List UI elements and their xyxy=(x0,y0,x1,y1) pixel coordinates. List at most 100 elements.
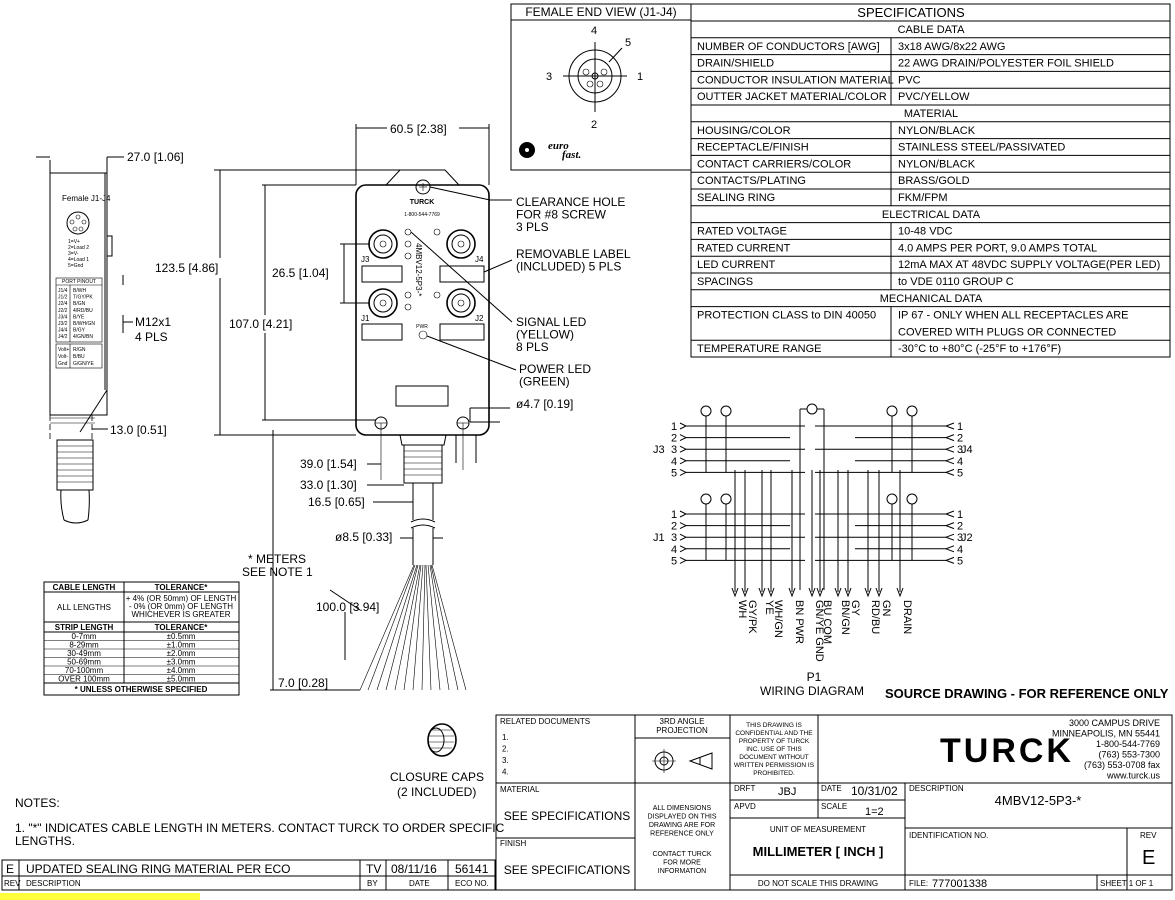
wiring-pin-arrow xyxy=(679,533,688,541)
strip-length: 8-29mm xyxy=(69,641,99,650)
strip-tolerance: ±4.0mm xyxy=(167,666,196,675)
side-row2-color: B/BU xyxy=(73,354,85,360)
confidential-line: INC. USE OF THIS xyxy=(746,746,802,753)
port-label-j1: J1 xyxy=(361,314,370,323)
note-1-cont: LENGTHS. xyxy=(15,834,75,848)
wiring-led-symbol xyxy=(886,493,898,505)
side-row-color: B/YE xyxy=(73,314,85,320)
side-row-color: B/WH xyxy=(73,288,86,294)
closure-caps-line2: (2 INCLUDED) xyxy=(397,785,476,799)
spec-label: CONDUCTOR INSULATION MATERIAL xyxy=(697,74,894,86)
svg-text:ECO NO.: ECO NO. xyxy=(455,879,489,888)
svg-text:APVD: APVD xyxy=(734,802,756,811)
wiring-pin-arrow xyxy=(944,522,955,530)
wiring-wire-label: BU COM xyxy=(821,600,833,644)
drawing-date: 10/31/02 xyxy=(851,784,898,798)
wiring-pin-label: 5 xyxy=(957,555,963,567)
closure-caps-line1: CLOSURE CAPS xyxy=(390,770,484,784)
wiring-led-symbol xyxy=(906,493,918,505)
wiring-pin-label: 1 xyxy=(957,421,963,433)
svg-text:3RD ANGLE: 3RD ANGLE xyxy=(660,717,705,726)
wiring-pin-label: 3 xyxy=(957,532,963,544)
wiring-wire-arrow xyxy=(808,587,816,598)
wiring-wire-label: GN/YE GND xyxy=(813,600,825,662)
tolerance-text: + 4% (OR 50mm) OF LENGTH xyxy=(126,594,237,603)
title-block: RELATED DOCUMENTS 1.2.3.4. 3RD ANGLE PRO… xyxy=(495,714,1173,891)
side-row-color: 4/RD/BU xyxy=(73,308,93,314)
material-value: SEE SPECIFICATIONS xyxy=(504,809,630,823)
wiring-pin-arrow xyxy=(679,556,688,564)
wiring-port-label: J2 xyxy=(961,532,973,544)
confidential-line: DOCUMENT WITHOUT xyxy=(739,754,809,761)
end-view-pin-3: 3 xyxy=(546,71,552,83)
side-label-pin: 5=Gnd xyxy=(68,263,83,269)
side-view: 27.0 [1.06] Female J1-J4 1=V+2=Load 23=V… xyxy=(36,150,184,524)
side-thread-qty: 4 PLS xyxy=(135,330,168,344)
wiring-pin-arrow xyxy=(944,533,955,541)
front-dim-16: 16.5 [0.65] xyxy=(308,495,365,509)
spec-value: -30°C to +80°C (-25°F to +176°F) xyxy=(898,343,1061,355)
address-line: www.turck.us xyxy=(1106,771,1161,781)
svg-text:PORT PINOUT: PORT PINOUT xyxy=(62,279,96,285)
side-label-title: Female J1-J4 xyxy=(62,194,111,203)
svg-text:euro: euro xyxy=(548,140,569,152)
wiring-pin-label: 4 xyxy=(671,544,677,556)
notes: NOTES: 1. "*" INDICATES CABLE LENGTH IN … xyxy=(15,796,505,848)
spec-label: DRAIN/SHIELD xyxy=(697,58,774,70)
wiring-pin-arrow xyxy=(679,468,688,476)
contact-line: CONTACT TURCK xyxy=(652,851,711,858)
rev-eco: 56141 xyxy=(455,862,489,876)
end-view-pin-5: 5 xyxy=(625,37,631,49)
spec-label: LED CURRENT xyxy=(697,259,776,271)
turck-logo: TURCK xyxy=(940,732,1074,770)
strip-tolerance: ±3.0mm xyxy=(167,658,196,667)
wiring-led-symbol xyxy=(720,405,732,417)
spec-value: 4.0 AMPS PER PORT, 9.0 AMPS TOTAL xyxy=(898,242,1097,254)
strip-tolerance: ±0.5mm xyxy=(167,632,196,641)
svg-text:PWR: PWR xyxy=(416,324,428,330)
spec-value: STAINLESS STEEL/PASSIVATED xyxy=(898,142,1065,154)
tolerance-text: WHICHEVER IS GREATER xyxy=(132,610,231,619)
spec-value: PVC/YELLOW xyxy=(898,91,970,103)
wiring-led-symbol xyxy=(906,405,918,417)
port-label-j2: J2 xyxy=(475,314,484,323)
tolerance-table: CABLE LENGTH TOLERANCE* ALL LENGTHS STRI… xyxy=(43,581,240,696)
dims-note-line: REFERENCE ONLY xyxy=(650,831,714,838)
unit-of-measurement: MILLIMETER [ INCH ] xyxy=(753,844,884,859)
wiring-wire-label: RD/BU xyxy=(869,600,881,634)
wiring-wire-arrow xyxy=(896,587,904,598)
address-line: (763) 553-0708 fax xyxy=(1084,760,1161,770)
wiring-pin-arrow xyxy=(944,510,955,518)
port-label-j4: J4 xyxy=(475,255,484,264)
wiring-pin-label: 5 xyxy=(957,467,963,479)
spec-value: NYLON/BLACK xyxy=(898,125,976,137)
wiring-wire-arrow xyxy=(767,587,775,598)
see-note: SEE NOTE 1 xyxy=(242,565,313,579)
side-row2-color: G/GN/YE xyxy=(73,361,95,367)
spec-label: CONTACTS/PLATING xyxy=(697,175,806,187)
strip-tolerance: ±5.0mm xyxy=(167,675,196,684)
confidential-line: CONFIDENTIAL AND THE xyxy=(735,730,813,737)
spec-value: to VDE 0110 GROUP C xyxy=(898,276,1014,288)
svg-text:TOLERANCE*: TOLERANCE* xyxy=(155,583,209,592)
wiring-wire-arrow xyxy=(816,587,824,598)
wiring-pin-arrow xyxy=(679,510,688,518)
receptacle-j2 xyxy=(446,288,476,318)
svg-text:DESCRIPTION: DESCRIPTION xyxy=(26,879,81,888)
drafter: JBJ xyxy=(778,786,796,798)
side-row-port: J4/2 xyxy=(58,334,68,340)
wiring-pin-label: 2 xyxy=(671,433,677,445)
side-label-pin: 2=Load 2 xyxy=(68,245,89,251)
side-row-color: T/GY/PK xyxy=(73,295,93,301)
address-line: 3000 CAMPUS DRIVE xyxy=(1069,718,1160,728)
wiring-wire-label: GY/PK xyxy=(746,600,758,634)
svg-text:REV: REV xyxy=(1140,831,1157,840)
side-row2-color: R/GN xyxy=(73,347,86,353)
wiring-pin-arrow xyxy=(944,457,955,465)
wiring-wire-label: GN xyxy=(880,600,892,617)
spec-label: CONTACT CARRIERS/COLOR xyxy=(697,158,851,170)
